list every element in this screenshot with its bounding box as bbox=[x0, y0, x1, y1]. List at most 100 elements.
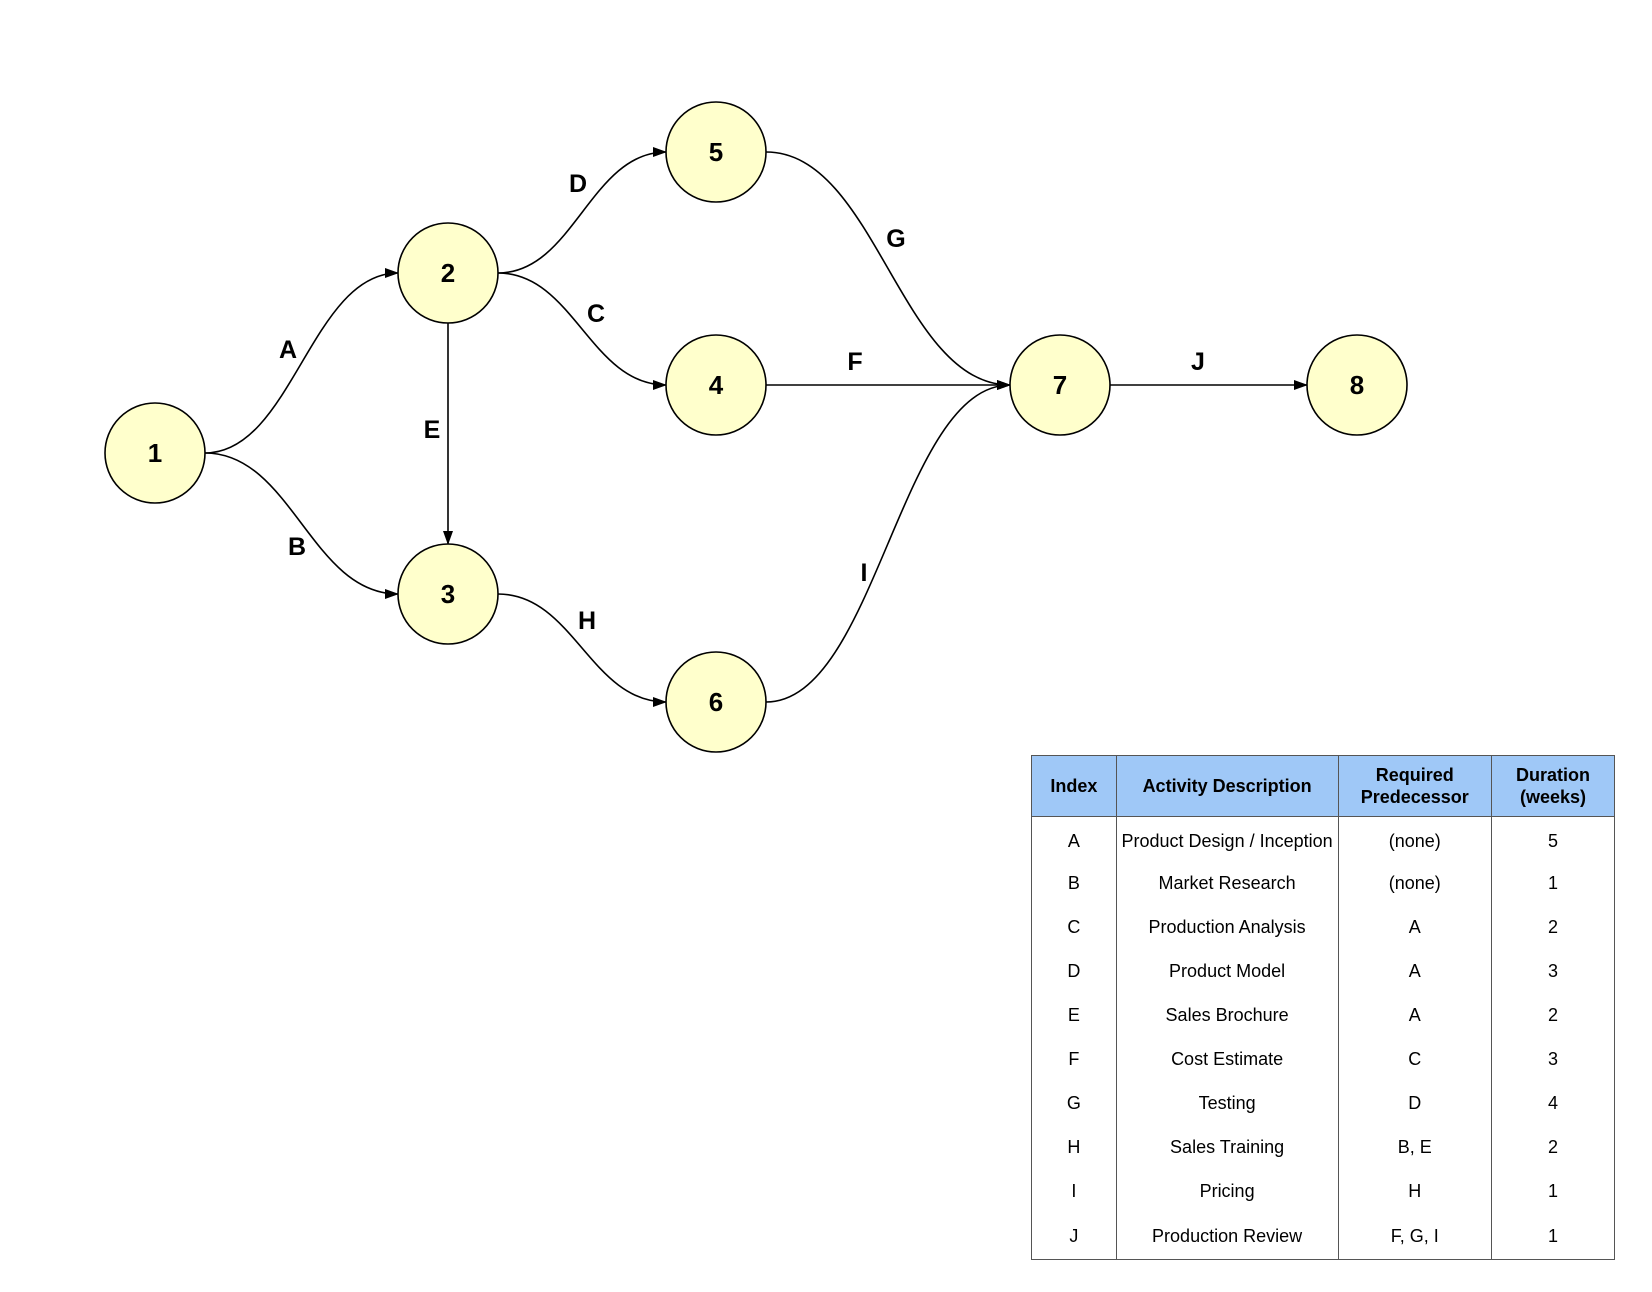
header-description: Activity Description bbox=[1115, 755, 1339, 817]
cell-predecessor: (none) bbox=[1337, 816, 1492, 861]
cell-index: F bbox=[1031, 1037, 1117, 1081]
edge-c-arrow bbox=[497, 272, 667, 390]
edge-h-arrow bbox=[497, 593, 667, 707]
edge-label: D bbox=[569, 170, 587, 198]
cell-description: Production Analysis bbox=[1115, 905, 1339, 949]
header-predecessor-line2: Predecessor bbox=[1360, 787, 1469, 807]
cell-description: Testing bbox=[1115, 1081, 1339, 1125]
node-8: 8 bbox=[1306, 334, 1408, 436]
cell-duration: 3 bbox=[1491, 1037, 1615, 1081]
edges-layer: A B C D E F G H I J bbox=[204, 147, 1308, 707]
edge-label: I bbox=[861, 559, 868, 587]
node-4: 4 bbox=[665, 334, 767, 436]
cell-duration: 1 bbox=[1491, 1169, 1615, 1213]
edge-d-arrow bbox=[497, 147, 667, 274]
edge-label: H bbox=[578, 607, 596, 635]
edge-g-arrow bbox=[765, 151, 1011, 390]
cell-predecessor: C bbox=[1337, 1037, 1492, 1081]
node-label: 3 bbox=[441, 579, 455, 609]
cell-predecessor: D bbox=[1337, 1081, 1492, 1125]
node-circle bbox=[665, 101, 767, 203]
cell-duration: 1 bbox=[1491, 861, 1615, 905]
node-7: 7 bbox=[1009, 334, 1111, 436]
cell-index: A bbox=[1031, 816, 1117, 861]
node-1: 1 bbox=[104, 402, 206, 504]
cell-predecessor: A bbox=[1337, 905, 1492, 949]
node-circle bbox=[397, 543, 499, 645]
node-6: 6 bbox=[665, 651, 767, 753]
edge-label: F bbox=[847, 348, 862, 376]
node-3: 3 bbox=[397, 543, 499, 645]
edge-label: J bbox=[1191, 348, 1205, 376]
cell-description: Sales Training bbox=[1115, 1125, 1339, 1169]
cell-description: Sales Brochure bbox=[1115, 993, 1339, 1037]
cell-duration: 2 bbox=[1491, 1125, 1615, 1169]
node-label: 2 bbox=[441, 258, 455, 288]
cell-duration: 3 bbox=[1491, 949, 1615, 993]
edge-label: E bbox=[424, 416, 441, 444]
node-circle bbox=[665, 651, 767, 753]
cell-duration: 1 bbox=[1491, 1213, 1615, 1260]
header-index: Index bbox=[1031, 755, 1117, 817]
cell-description: Cost Estimate bbox=[1115, 1037, 1339, 1081]
cell-duration: 2 bbox=[1491, 905, 1615, 949]
node-label: 7 bbox=[1053, 370, 1067, 400]
cell-index: C bbox=[1031, 905, 1117, 949]
cell-index: B bbox=[1031, 861, 1117, 905]
cell-duration: 4 bbox=[1491, 1081, 1615, 1125]
cell-description: Pricing bbox=[1115, 1169, 1339, 1213]
edge-i-arrow bbox=[765, 380, 1011, 703]
cell-description: Product Model bbox=[1115, 949, 1339, 993]
table-header-row: Index Activity Description Required Pred… bbox=[1031, 755, 1615, 817]
cell-index: I bbox=[1031, 1169, 1117, 1213]
node-circle bbox=[397, 222, 499, 324]
cell-index: D bbox=[1031, 949, 1117, 993]
cell-predecessor: B, E bbox=[1337, 1125, 1492, 1169]
cell-predecessor: (none) bbox=[1337, 861, 1492, 905]
header-duration-line1: Duration bbox=[1516, 765, 1590, 785]
cell-predecessor: F, G, I bbox=[1337, 1213, 1492, 1260]
node-circle bbox=[665, 334, 767, 436]
node-label: 5 bbox=[709, 137, 723, 167]
edge-label: C bbox=[587, 300, 605, 328]
cell-index: J bbox=[1031, 1213, 1117, 1260]
cell-index: H bbox=[1031, 1125, 1117, 1169]
edge-label: A bbox=[279, 336, 297, 364]
cell-duration: 5 bbox=[1491, 816, 1615, 861]
cell-duration: 2 bbox=[1491, 993, 1615, 1037]
edge-label: G bbox=[886, 225, 905, 253]
node-label: 8 bbox=[1350, 370, 1364, 400]
header-predecessor-line1: Required bbox=[1375, 765, 1454, 785]
node-circle bbox=[1306, 334, 1408, 436]
cell-description: Market Research bbox=[1115, 861, 1339, 905]
cell-index: E bbox=[1031, 993, 1117, 1037]
edge-label: B bbox=[288, 533, 306, 561]
cell-description: Product Design / Inception bbox=[1115, 816, 1339, 861]
node-circle bbox=[1009, 334, 1111, 436]
node-label: 1 bbox=[148, 438, 162, 468]
cell-predecessor: A bbox=[1337, 949, 1492, 993]
node-5: 5 bbox=[665, 101, 767, 203]
header-duration-line2: (weeks) bbox=[1519, 787, 1587, 807]
header-predecessor: Required Predecessor bbox=[1337, 755, 1492, 817]
nodes-layer: 1 2 3 4 5 6 7 8 bbox=[104, 101, 1408, 753]
cell-predecessor: H bbox=[1337, 1169, 1492, 1213]
node-circle bbox=[104, 402, 206, 504]
node-label: 4 bbox=[709, 370, 724, 400]
header-duration: Duration (weeks) bbox=[1491, 755, 1615, 817]
edge-b-arrow bbox=[204, 452, 399, 599]
edge-a-arrow bbox=[204, 268, 399, 454]
cell-description: Production Review bbox=[1115, 1213, 1339, 1260]
cell-index: G bbox=[1031, 1081, 1117, 1125]
